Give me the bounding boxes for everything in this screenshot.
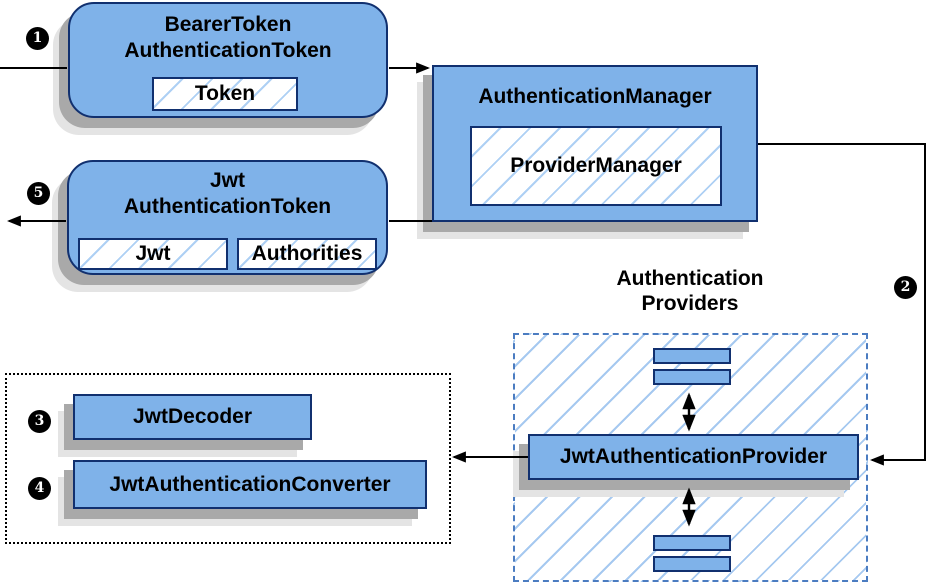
bearer-token-title-line2: AuthenticationToken <box>124 39 332 62</box>
authentication-manager-node: AuthenticationManager ProviderManager <box>432 65 758 222</box>
authentication-providers-label-line2: Providers <box>641 292 739 315</box>
provider-placeholder-rect <box>653 556 731 572</box>
bearer-token-title-line1: BearerToken <box>164 13 292 36</box>
authorities-chip: Authorities <box>237 238 377 270</box>
jwt-token-title-line2: AuthenticationToken <box>123 195 332 218</box>
jwt-decoder-converter-group <box>5 373 451 544</box>
authentication-providers-label-line1: Authentication <box>616 267 764 290</box>
step-4-badge: 4 <box>28 477 51 500</box>
token-chip: Token <box>152 77 298 111</box>
step-1-badge: 1 <box>26 27 49 50</box>
provider-placeholder-rect <box>653 348 731 364</box>
jwt-authentication-token-node: Jwt AuthenticationToken Jwt Authorities <box>67 160 388 275</box>
authentication-manager-title: AuthenticationManager <box>478 85 712 108</box>
provider-placeholder-rect <box>653 369 731 385</box>
jwt-token-title-line1: Jwt <box>209 169 245 192</box>
provider-manager-chip: ProviderManager <box>470 126 722 206</box>
jwt-authentication-provider-node: JwtAuthenticationProvider <box>528 434 859 480</box>
jwt-chip: Jwt <box>78 238 228 270</box>
bearer-token-node: BearerToken AuthenticationToken Token <box>68 2 388 118</box>
jwt-decoder-node: JwtDecoder <box>73 394 312 440</box>
provider-placeholder-rect <box>653 535 731 551</box>
step-2-badge: 2 <box>894 276 917 299</box>
step-3-badge: 3 <box>28 410 51 433</box>
authentication-providers-label: Authentication Providers <box>570 266 810 316</box>
step-5-badge: 5 <box>27 182 50 205</box>
jwt-authentication-converter-node: JwtAuthenticationConverter <box>73 460 427 509</box>
